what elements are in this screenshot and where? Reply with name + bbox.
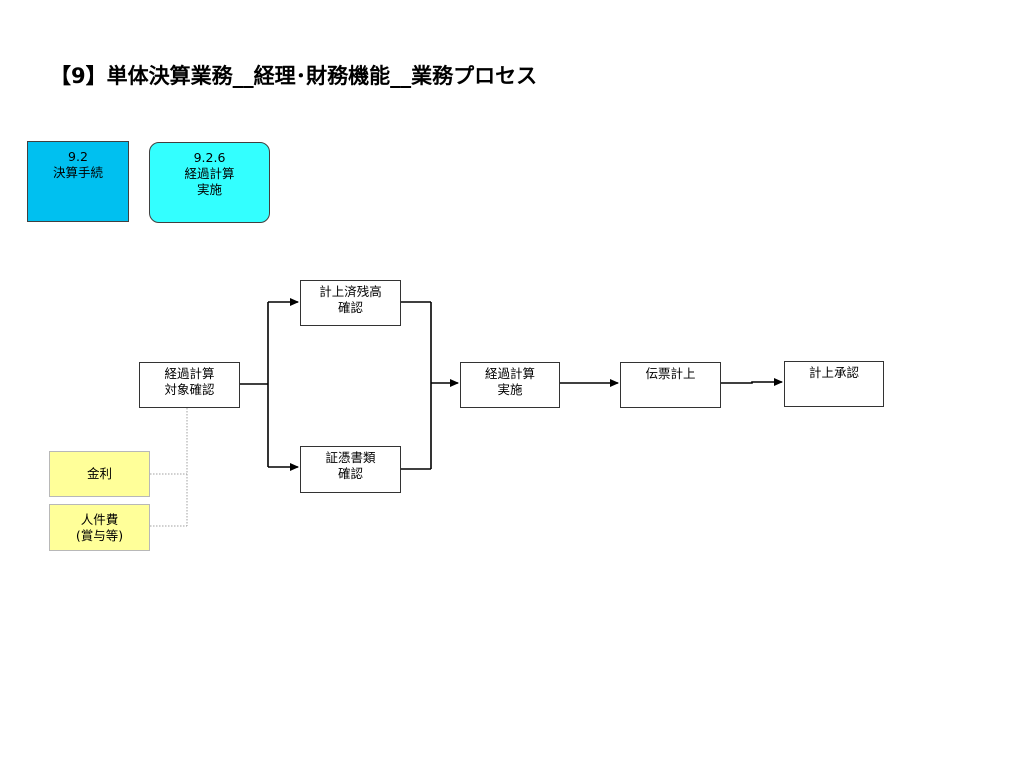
merge-connector (401, 301, 459, 470)
subprocess-name-line2: 実施 (196, 182, 222, 197)
step-slip-posting[interactable]: 伝票計上 (620, 362, 721, 408)
step-voucher-check[interactable]: 証憑書類 確認 (300, 446, 401, 493)
process-id-box[interactable]: 9.2 決算手続 (27, 141, 129, 222)
process-id: 9.2 (68, 149, 88, 164)
input-interest[interactable]: 金利 (49, 451, 150, 497)
input-connector (150, 408, 188, 527)
subprocess-id: 9.2.6 (193, 150, 226, 165)
step-posting-approval[interactable]: 計上承認 (784, 361, 884, 407)
process-name: 決算手続 (52, 165, 103, 180)
step-execute[interactable]: 経過計算 実施 (460, 362, 560, 408)
arrow-slip-to-approval (721, 378, 783, 386)
split-connector (240, 298, 299, 471)
subprocess-name-line1: 経過計算 (184, 166, 235, 181)
page-title: 【9】単体決算業務__経理･財務機能__業務プロセス (50, 64, 538, 88)
subprocess-id-box[interactable]: 9.2.6 経過計算 実施 (149, 142, 270, 223)
input-personnel-cost[interactable]: 人件費 (賞与等) (49, 504, 150, 551)
step-balance-check[interactable]: 計上済残高 確認 (300, 280, 401, 326)
step-target-check[interactable]: 経過計算 対象確認 (139, 362, 240, 408)
